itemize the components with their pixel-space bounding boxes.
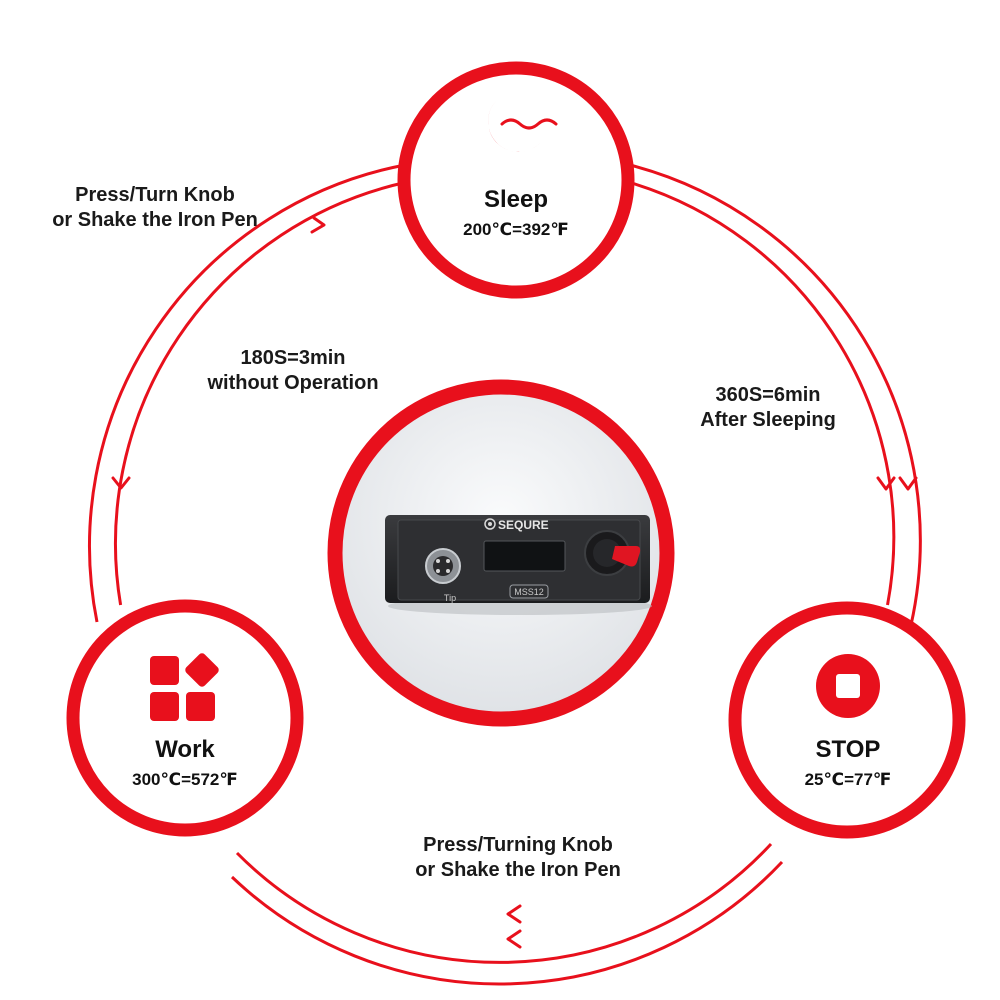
grid-blocks-icon (150, 653, 219, 721)
annotation-sleep-to-work: Press/Turn Knob or Shake the Iron Pen (20, 183, 290, 233)
device-model-text: MSS12 (514, 587, 544, 597)
sleep-title: Sleep (483, 186, 549, 213)
arrowhead-right-inner (876, 476, 896, 491)
arrowhead-left-outer (310, 216, 326, 234)
device-brand-text: SEQURE (498, 518, 549, 532)
ring-arc-right-outer (629, 163, 922, 626)
annotation-work-to-sleep: 180S=3min without Operation (178, 346, 408, 396)
stop-square-icon (816, 654, 880, 718)
annotation-sleep-to-work-line2: or Shake the Iron Pen (52, 209, 258, 231)
stop-title: STOP (815, 736, 881, 763)
oled-display (483, 540, 566, 572)
ring-arc-right-inner (629, 181, 896, 606)
knob-indicator (612, 546, 641, 567)
annotation-sleep-to-stop: 360S=6min After Sleeping (668, 383, 868, 433)
ring-arc-left-inner (113, 181, 406, 606)
moon-wave-icon (485, 101, 561, 152)
arrowheads (111, 216, 918, 949)
annotation-sleep-to-work-line1: Press/Turn Knob (75, 184, 235, 206)
ring-arc-bottom-outer (230, 860, 784, 986)
annotation-sleep-to-stop-line2: After Sleeping (700, 409, 836, 431)
ring-arc-left-outer (88, 163, 406, 623)
arrowhead-bottom-inner (506, 904, 522, 924)
device-photo: SEQURE MSS12 Tip (327, 379, 675, 727)
work-temp: 300℃=572℉ (132, 770, 238, 789)
stop-temp: 25℃=77℉ (804, 770, 892, 789)
arrowhead-left-inner (111, 476, 131, 490)
arrowhead-right-outer (898, 476, 918, 491)
work-title: Work (155, 736, 215, 763)
annotation-stop-to-work-line2: or Shake the Iron Pen (415, 859, 621, 881)
device-port-label: Tip (444, 593, 456, 603)
annotation-sleep-to-stop-line1: 360S=6min (715, 384, 821, 406)
device-photo-frame (327, 379, 675, 727)
annotation-work-to-sleep-line2: without Operation (207, 372, 379, 394)
model-badge (509, 584, 549, 599)
ring-arc-bottom-inner (235, 842, 773, 964)
annotation-stop-to-work-line1: Press/Turning Knob (423, 834, 613, 856)
state-circles (66, 61, 966, 839)
annotation-work-to-sleep-line1: 180S=3min (240, 347, 346, 369)
ring-arcs (88, 163, 922, 986)
sleep-temp: 200℃=392℉ (463, 220, 569, 239)
arrowhead-bottom-outer (506, 929, 522, 949)
stop-node-circle (728, 601, 966, 839)
annotation-stop-to-work: Press/Turning Knob or Shake the Iron Pen (388, 833, 648, 883)
work-node-circle (66, 599, 304, 837)
sleep-node-circle (397, 61, 635, 299)
